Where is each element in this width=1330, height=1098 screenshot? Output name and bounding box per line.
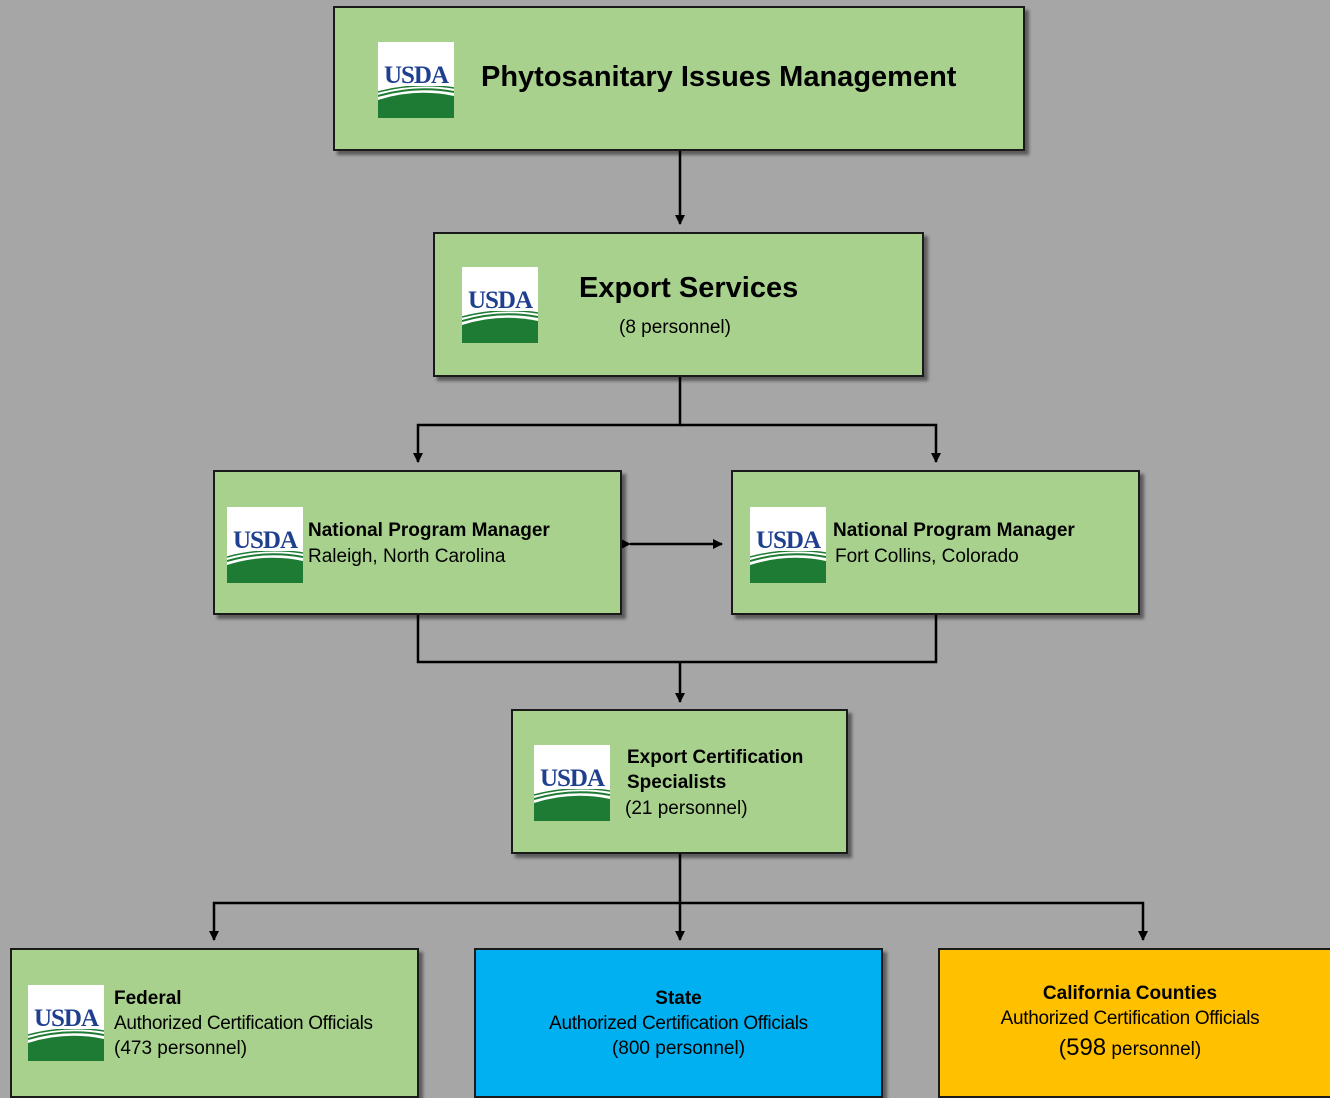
node-personnel: (21 personnel) xyxy=(625,798,748,819)
node-federal: USDA Federal Authorized Certification Of… xyxy=(10,948,419,1098)
usda-logo: USDA xyxy=(750,507,826,583)
node-title: National Program Manager xyxy=(833,520,1075,541)
node-subtitle: Authorized Certification Officials xyxy=(114,1013,373,1034)
usda-logo: USDA xyxy=(534,745,610,821)
node-location: Raleigh, North Carolina xyxy=(308,546,506,567)
personnel-count: 598 xyxy=(1066,1034,1107,1061)
node-title: National Program Manager xyxy=(308,520,550,541)
personnel-label: personnel) xyxy=(1106,1039,1202,1060)
node-title-line2: Specialists xyxy=(627,772,727,793)
node-export-services: USDA Export Services (8 personnel) xyxy=(433,232,924,377)
edge-export-to-fortcollins xyxy=(680,423,941,463)
node-title: State xyxy=(655,988,702,1009)
usda-logo: USDA xyxy=(378,42,454,118)
usda-landscape-icon xyxy=(750,551,826,583)
node-title-line1: Export Certification xyxy=(627,747,804,768)
usda-landscape-icon xyxy=(28,1029,104,1061)
node-personnel: (473 personnel) xyxy=(114,1038,248,1059)
node-personnel: (8 personnel) xyxy=(619,317,731,338)
node-location: Fort Collins, Colorado xyxy=(835,546,1019,567)
node-export-certification-specialists: USDA Export Certification Specialists (2… xyxy=(511,709,848,854)
node-title: California Counties xyxy=(1042,983,1218,1004)
node-phytosanitary-issues-management: USDA Phytosanitary Issues Management xyxy=(333,6,1025,151)
node-personnel: (598 personnel) xyxy=(940,1034,1320,1062)
edge-ecs-to-counties xyxy=(680,901,1148,941)
node-npm-raleigh: USDA National Program Manager Raleigh, N… xyxy=(213,470,622,615)
node-title: Federal xyxy=(114,988,182,1009)
edge-ecs-split xyxy=(209,853,682,941)
usda-landscape-icon xyxy=(462,311,538,343)
edge-npm-merge xyxy=(416,614,938,664)
paren-open: ( xyxy=(1058,1035,1067,1060)
node-title: Export Services xyxy=(579,272,799,304)
usda-logo: USDA xyxy=(462,267,538,343)
node-npm-fort-collins: USDA National Program Manager Fort Colli… xyxy=(731,470,1140,615)
node-personnel: (800 personnel) xyxy=(611,1038,746,1059)
usda-logo: USDA xyxy=(28,985,104,1061)
node-subtitle: Authorized Certification Officials xyxy=(1000,1008,1260,1029)
usda-landscape-icon xyxy=(378,86,454,118)
node-title: Phytosanitary Issues Management xyxy=(481,61,957,93)
usda-landscape-icon xyxy=(227,551,303,583)
node-state: State Authorized Certification Officials… xyxy=(474,948,883,1098)
node-subtitle: Authorized Certification Officials xyxy=(549,1013,808,1034)
edge-export-split xyxy=(413,376,682,463)
usda-logo: USDA xyxy=(227,507,303,583)
node-california-counties: California Counties Authorized Certifica… xyxy=(938,948,1330,1098)
usda-landscape-icon xyxy=(534,789,610,821)
